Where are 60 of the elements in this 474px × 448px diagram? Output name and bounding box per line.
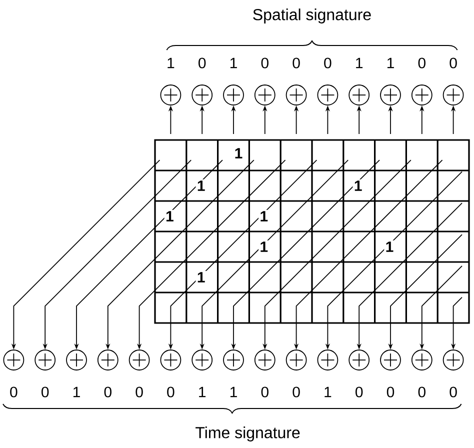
xor-symbol [317,350,338,370]
xor-symbol [66,350,87,370]
xor-symbol [380,84,401,106]
bit-value: 1 [230,386,237,398]
xor-symbol [348,84,370,106]
bit-value: 1 [324,386,332,398]
xor-symbol [223,84,244,106]
xor-symbol [411,84,432,106]
bit-value: 0 [104,386,112,398]
heading: Time signature [196,426,300,442]
xor-symbol [317,84,338,106]
cell-value: 1 [384,240,395,254]
bit-value: 0 [261,386,268,398]
xor-symbol [192,84,213,106]
bit-value: 1 [230,58,237,68]
cell-value: 1 [258,210,270,223]
bit-value: 1 [356,58,363,68]
bit-value: 1 [199,386,206,398]
bit-value: 1 [168,58,174,68]
bit-value: 0 [450,386,457,398]
xor-symbol [160,350,182,370]
bit-value: 1 [73,386,80,398]
xor-symbol [128,350,150,370]
bit-value: 0 [10,386,18,398]
bit-value: 0 [356,386,363,398]
bit-value: 0 [292,386,300,398]
xor-symbol [3,350,24,370]
bit-value: 0 [261,58,268,68]
xor-symbol [254,84,276,106]
bit-value: 0 [292,58,300,68]
bit-value: 0 [418,386,426,398]
xor-symbol [34,350,56,370]
xor-symbol [223,350,244,370]
heading: Spatial signature [253,8,371,24]
bit-value: 0 [418,58,426,68]
xor-symbol [192,350,213,370]
xor-symbol [160,84,182,106]
xor-symbol [286,84,307,106]
cell-value: 1 [164,210,176,223]
bit-value: 1 [387,58,394,68]
xor-symbol [286,350,307,370]
bit-value: 0 [450,58,457,68]
cell-value: 1 [233,146,244,160]
xor-symbol [411,350,432,370]
xor-symbol [442,350,464,370]
xor-symbol [380,350,401,370]
xor-symbol [97,350,118,370]
bit-value: 0 [42,386,49,398]
bit-value: 0 [136,386,143,398]
xor-symbol [442,84,464,106]
xor-symbol [254,350,276,370]
cell-value: 1 [196,179,206,192]
bit-value: 0 [324,58,332,68]
bit-value: 0 [386,386,394,398]
cell-value: 1 [258,240,270,254]
cell-value: 1 [196,270,206,284]
cell-value: 1 [352,179,364,192]
bit-value: 0 [167,386,174,398]
xor-symbol [348,350,370,370]
bit-value: 0 [198,58,206,68]
